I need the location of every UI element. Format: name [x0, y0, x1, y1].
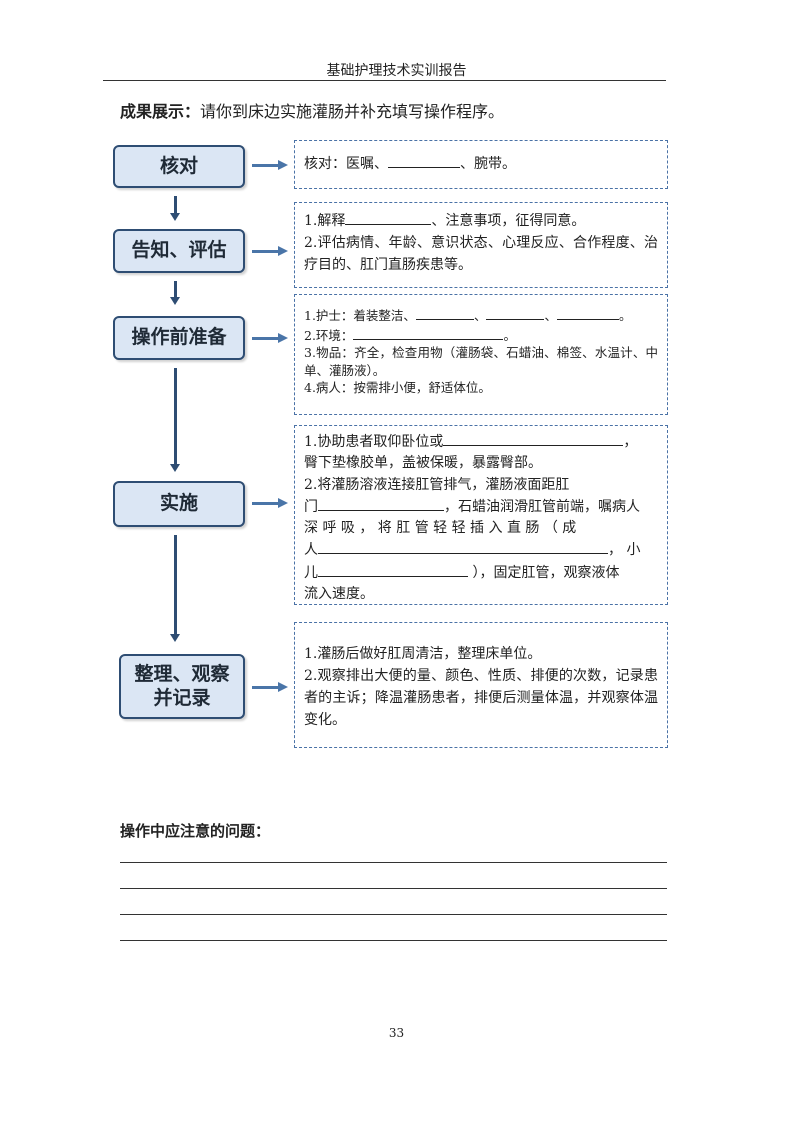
step-check: 核对 [113, 145, 245, 188]
arrow-right-2 [252, 246, 288, 258]
answer-line-3[interactable] [120, 914, 667, 915]
blank-check[interactable] [388, 153, 460, 168]
check-text-b: 、腕带。 [460, 156, 516, 172]
arrow-right-1 [252, 160, 288, 172]
intro-text: 请你到床边实施灌肠并补充填写操作程序。 [200, 102, 505, 121]
inform-line1-b: 、注意事项，征得同意。 [431, 213, 586, 229]
prep-end-1: 。 [618, 308, 632, 323]
step-check-label: 核对 [159, 154, 198, 177]
connector-arrowhead-1 [170, 213, 180, 221]
impl-line3: 2.将灌肠溶液连接肛管排气，灌肠液面距肛 [304, 476, 570, 493]
blank-child-depth[interactable] [318, 562, 468, 577]
step-organize-record-label-2: 并记录 [153, 686, 211, 709]
impl-line1-end: ， [623, 434, 638, 450]
step-organize-record: 整理、观察 并记录 [119, 654, 245, 719]
prep-env-label: 2.环境： [304, 327, 354, 343]
impl-line1-a: 1.协助患者取仰卧位或 [304, 434, 444, 450]
blank-explain[interactable] [345, 210, 432, 225]
step-inform-assess-label: 告知、评估 [131, 239, 227, 262]
answer-line-2[interactable] [120, 888, 667, 889]
box-record: 1.灌肠后做好肛周清洁，整理床单位。 2.观察排出大便的量、颜色、性质、排便的次… [294, 622, 668, 748]
blank-position[interactable] [443, 431, 624, 446]
arrow-right-4 [252, 498, 288, 510]
step-inform-assess: 告知、评估 [113, 229, 245, 273]
box-check: 核对：医嘱、 、腕带。 [294, 140, 668, 189]
header-rule [103, 80, 666, 81]
step-implement: 实施 [113, 481, 245, 527]
step-implement-label: 实施 [159, 492, 198, 515]
blank-height[interactable] [318, 496, 444, 511]
blank-adult-depth[interactable] [318, 539, 608, 555]
box-implement: 1.协助患者取仰卧位或 ， 臀下垫橡胶单，盖被保暖，暴露臀部。 2.将灌肠溶液连接… [294, 425, 668, 605]
step-preparation: 操作前准备 [113, 316, 245, 360]
impl-line8: 流入速度。 [304, 586, 374, 603]
answer-line-4[interactable] [120, 940, 667, 941]
connector-line-3 [174, 368, 177, 464]
blank-nurse-3[interactable] [556, 305, 619, 320]
blank-nurse-1[interactable] [415, 305, 474, 320]
connector-line-4 [174, 535, 177, 634]
record-line1: 1.灌肠后做好肛周清洁，整理床单位。 [304, 646, 542, 662]
connector-arrowhead-3 [170, 464, 180, 472]
blank-nurse-2[interactable] [486, 305, 545, 320]
notes-question-label: 操作中应注意的问题： [120, 822, 271, 840]
record-line2: 2.观察排出大便的量、颜色、性质、排便的次数，记录患者的主诉；降温灌肠患者，排便… [304, 668, 658, 728]
page-number: 33 [388, 1026, 405, 1040]
connector-line-2 [174, 281, 177, 297]
prep-end-2: 。 [503, 327, 516, 343]
step-preparation-label: 操作前准备 [131, 326, 227, 349]
arrow-right-3 [252, 333, 288, 345]
impl-line5: 深 呼 吸 ， 将 肛 管 轻 轻 插 入 直 肠 （ 成 [304, 520, 577, 537]
connector-arrowhead-4 [170, 634, 180, 642]
connector-line-1 [174, 196, 177, 213]
prep-patient: 4.病人：按需排小便，舒适体位。 [304, 380, 491, 395]
prep-sep-1: 、 [473, 308, 487, 323]
impl-line7-b: ），固定肛管，观察液体 [468, 564, 620, 581]
impl-line6-a: 人 [304, 542, 318, 559]
prep-sep-2: 、 [544, 308, 557, 323]
page-header-title: 基础护理技术实训报告 [326, 63, 467, 79]
arrow-right-5 [252, 682, 288, 694]
prep-nurse-label: 1.护士：着装整洁、 [304, 308, 416, 323]
impl-line4-a: 门 [304, 498, 318, 515]
inform-line1-a: 1.解释 [304, 213, 346, 229]
impl-line7-a: 儿 [304, 564, 318, 581]
prep-supplies: 3.物品：齐全，检查用物（灌肠袋、石蜡油、棉签、水温计、中单、灌肠液）。 [304, 345, 658, 378]
intro-label: 成果展示： [120, 102, 201, 121]
impl-line4-b: ，石蜡油润滑肛管前端，嘱病人 [444, 498, 640, 515]
box-inform-assess: 1.解释 、注意事项，征得同意。 2.评估病情、年龄、意识状态、心理反应、合作程度… [294, 202, 668, 288]
box-preparation: 1.护士：着装整洁、、、。 2.环境：。 3.物品：齐全，检查用物（灌肠袋、石蜡… [294, 294, 668, 415]
blank-environment[interactable] [353, 325, 504, 340]
answer-line-1[interactable] [120, 862, 667, 863]
inform-line2: 2.评估病情、年龄、意识状态、心理反应、合作程度、治疗目的、肛门直肠疾患等。 [304, 235, 658, 273]
intro-line: 成果展示：请你到床边实施灌肠并补充填写操作程序。 [120, 98, 504, 122]
step-organize-record-label-1: 整理、观察 [134, 662, 230, 685]
impl-line2: 臀下垫橡胶单，盖被保暖，暴露臀部。 [304, 455, 542, 472]
impl-line6-b: ， 小 [608, 542, 641, 559]
connector-arrowhead-2 [170, 297, 180, 305]
check-text-a: 核对：医嘱、 [304, 156, 388, 172]
